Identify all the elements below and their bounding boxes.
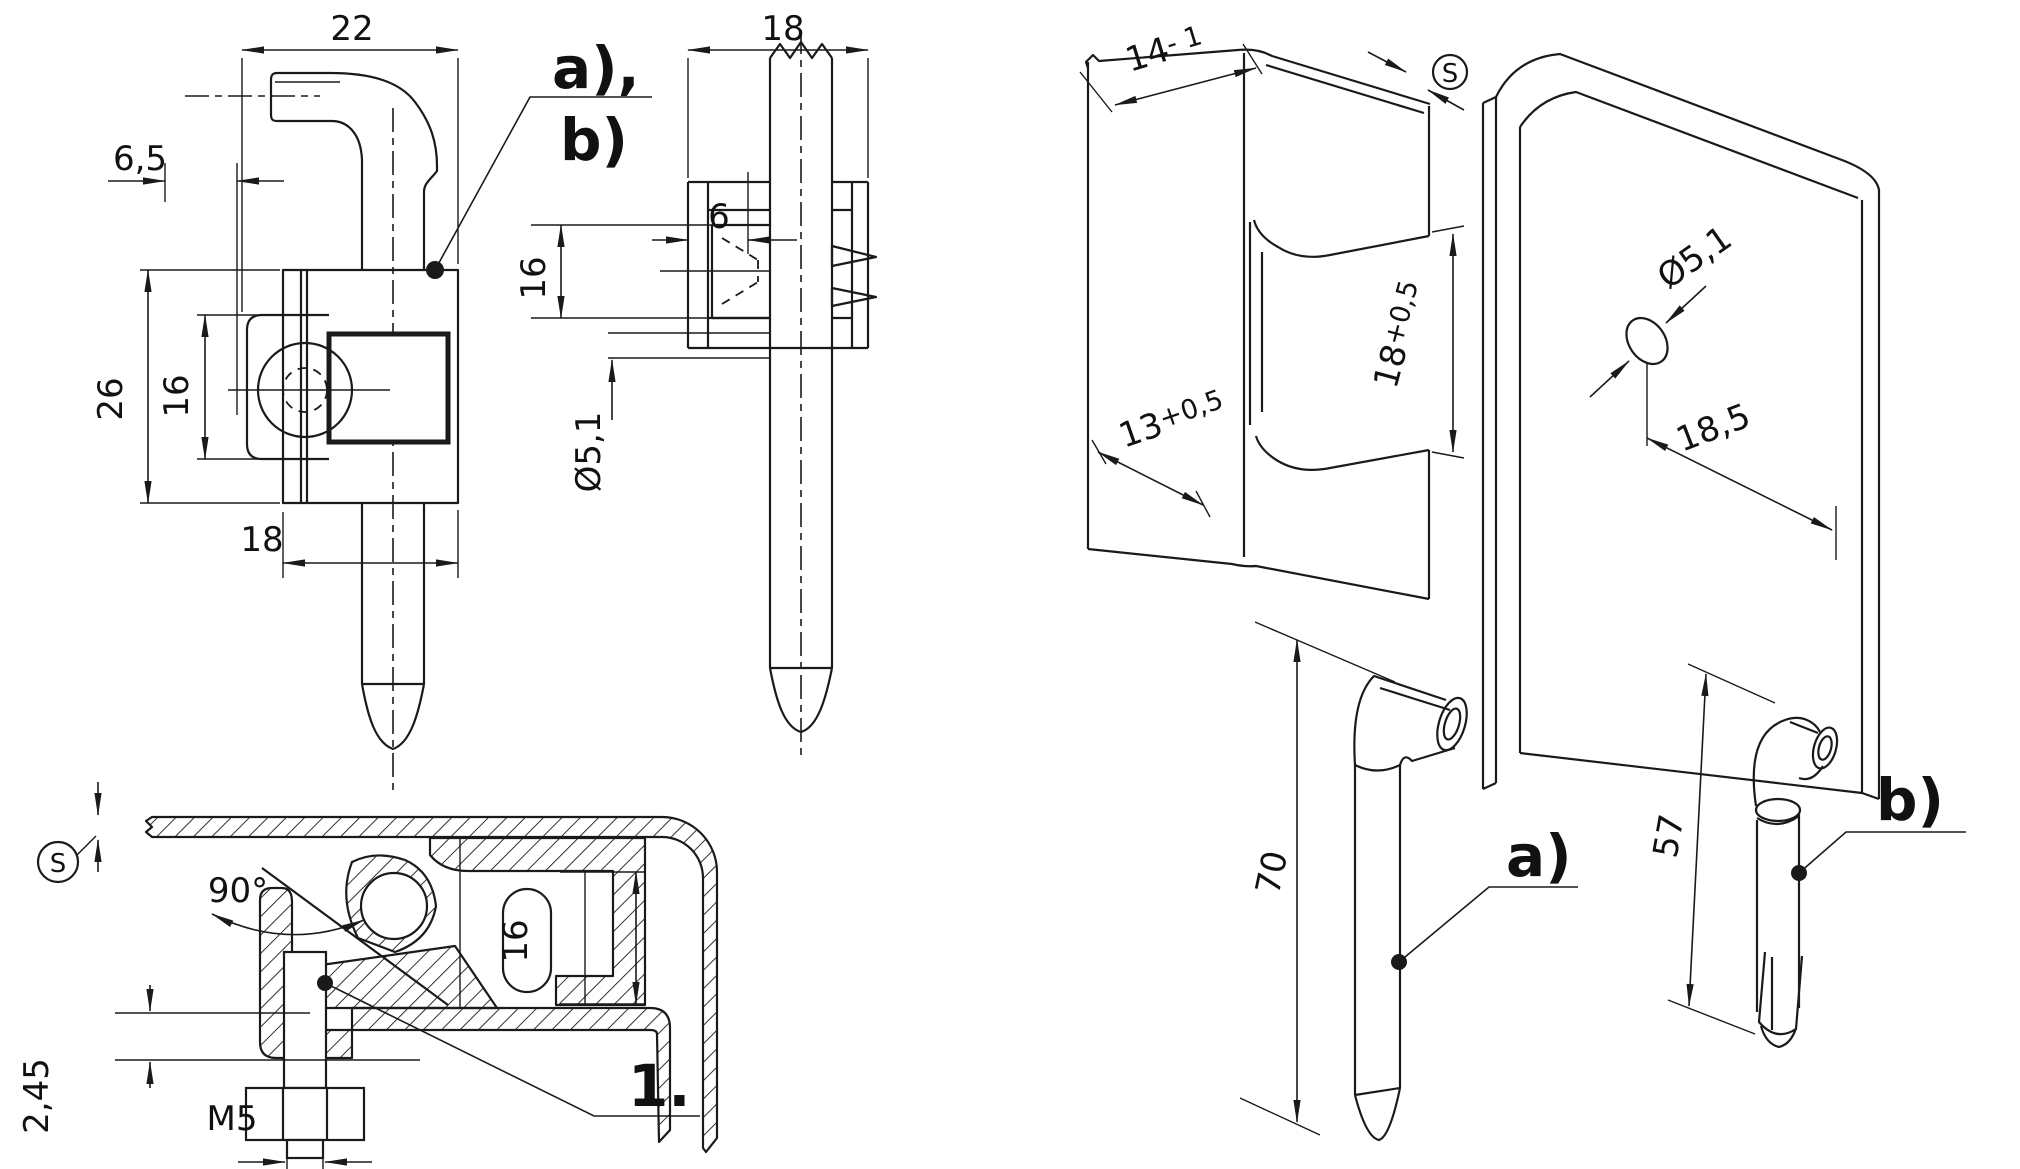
front-dim-26: 26 [91,269,280,504]
dim-front-plate: 16 [157,374,197,417]
hex-nut [244,1086,366,1142]
side-dim-18: 18 [687,9,869,178]
iso-frame-dim-18-5: 18,5 [1646,362,1837,560]
front-dim-22: 22 [241,9,459,312]
dim-side-plate: 16 [514,256,554,299]
section-angle-90: 90° [208,871,365,936]
dim-frame-offset: 18,5 [1671,396,1756,460]
pin-a-end-cap [1436,696,1468,752]
dim-side-width: 18 [761,9,804,49]
side-view: 18 6 16 Ø5,1 [514,9,878,758]
pin-a-view: 70 a) [1239,621,1578,1142]
flange-section [350,1006,672,1144]
clamp-edge-line [261,867,449,1006]
pin-b-callout: b) [1791,766,1966,881]
front-dim-6-5: 6,5 [108,139,284,415]
hole-5-1 [1625,316,1669,366]
section-callout-1: 1. [317,975,700,1120]
dim-frame-hole: Ø5,1 [1650,218,1739,297]
dim-door-cut-depth: 13+0,5 [1114,383,1230,456]
dim-angle: 90° [208,871,268,911]
front-dim-16: 16 [157,314,280,460]
front-hinge-body [228,268,460,505]
front-callout-ab: a), b) [426,34,652,279]
dim-pin-a-length: 70 [1248,847,1296,898]
pin-a-callout: a) [1391,822,1578,970]
dim-front-depth: 18 [240,520,283,560]
side-pin [768,30,834,758]
pin-a-body [1353,674,1468,1142]
dim-front-width: 22 [330,9,373,49]
bolt [244,950,366,1160]
front-dim-18: 18 [240,510,459,578]
side-dim-16: 16 [514,224,712,319]
iso-door-profile: 14- 1 S 18+0,5 13+0,5 [1079,19,1469,601]
front-clamp-jaw [326,331,451,445]
pin-b-collar [1754,797,1802,823]
pin-b-clip [1757,951,1804,1036]
door-sheet-section [144,815,719,1154]
dim-door-edge: 14- 1 [1121,19,1208,80]
iso-door-outline [1084,48,1431,601]
dim-slot: 16 [496,919,536,962]
iso-frame-profile: Ø5,1 18,5 [1481,52,1881,801]
sheet-thickness-s: S [1442,59,1459,89]
s-symbol-circle [1431,53,1469,91]
dim-pin-b-length: 57 [1646,811,1693,861]
label-pin-b: b) [1876,766,1944,834]
side-body [660,180,878,350]
body-section-block [428,836,647,1007]
pin-b-body [1752,716,1839,1049]
label-step-1: 1. [628,1052,690,1120]
dim-door-cut-height: 18+0,5 [1366,277,1433,392]
iso-door-dim-14: 14- 1 [1079,19,1263,113]
section-dim-m5: M5 [207,1099,372,1169]
label-pin-a: a) [1506,822,1572,890]
front-hook-pin [185,71,439,790]
dim-side-pin-dia: Ø5,1 [569,412,609,493]
pin-b-dim-57: 57 [1646,663,1776,1035]
iso-frame-hole: Ø5,1 [1589,218,1739,398]
section-thickness-s: S [36,782,102,884]
pin-b-end-cap [1811,726,1839,770]
pin-b-view: 57 b) [1646,663,1966,1049]
dim-section-offset: 2,45 [17,1058,57,1134]
bolt-shank [285,1138,325,1160]
front-view: 22 6,5 26 16 18 a), b) [91,9,652,790]
pin-a-dim-70: 70 [1239,621,1396,1136]
ted-frame [501,887,553,994]
side-dim-6: 6 [652,172,797,254]
section-dim-2-45: 2,45 [17,985,420,1134]
dim-front-offset: 6,5 [113,139,167,179]
iso-door-dim-13: 13+0,5 [1091,383,1230,518]
iso-door-thickness-s: S [1367,51,1469,111]
iso-door-dim-18: 18+0,5 [1366,225,1465,459]
section-view: S 90° 2,45 M5 16 [17,782,719,1169]
pivot-pin-section [359,871,429,941]
side-dim-pin-dia: Ø5,1 [569,332,770,493]
dim-front-height: 26 [91,377,131,420]
front-lower-pin [360,503,426,751]
label-b: b) [560,106,628,174]
section-slot-16: 16 [496,871,645,1005]
label-a: a), [552,34,640,102]
section-s: S [50,849,67,879]
dim-thread: M5 [207,1099,258,1139]
dim-side-offset: 6 [708,197,730,237]
